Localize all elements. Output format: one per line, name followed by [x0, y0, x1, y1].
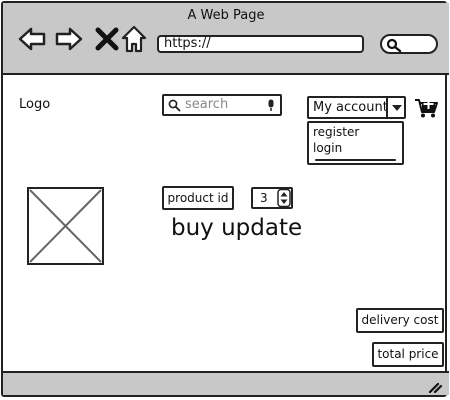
- browser-search-field[interactable]: [380, 34, 438, 54]
- status-bar: [3, 371, 449, 395]
- search-placeholder: search: [185, 97, 229, 112]
- menu-divider: [315, 159, 396, 161]
- chevron-down-icon: [392, 105, 402, 111]
- site-logo[interactable]: Logo: [19, 97, 51, 112]
- search-icon: [168, 99, 181, 112]
- account-label: My account: [313, 100, 388, 115]
- add-to-cart-icon[interactable]: [414, 97, 440, 119]
- quantity-stepper[interactable]: 3: [251, 187, 293, 209]
- quantity-value: 3: [260, 191, 268, 205]
- back-arrow-icon[interactable]: [18, 25, 46, 53]
- dropdown-divider: [386, 98, 388, 117]
- delivery-cost-label: delivery cost: [356, 308, 444, 333]
- site-search-input[interactable]: search: [162, 94, 282, 116]
- account-menu: register login: [307, 121, 404, 165]
- buy-update-link[interactable]: buy update: [171, 215, 303, 241]
- product-id-label: product id: [162, 186, 234, 210]
- browser-chrome: A Web Page https://: [3, 3, 449, 75]
- product-image-placeholder: [27, 187, 104, 265]
- close-x-icon[interactable]: [93, 25, 121, 53]
- menu-item-register[interactable]: register: [313, 125, 360, 139]
- search-icon: [386, 38, 402, 52]
- total-price-label: total price: [372, 342, 444, 367]
- menu-item-login[interactable]: login: [313, 141, 343, 155]
- url-input[interactable]: https://: [157, 35, 364, 53]
- stepper-arrows-icon[interactable]: [277, 189, 291, 207]
- microphone-icon[interactable]: [267, 99, 275, 112]
- home-icon[interactable]: [120, 25, 148, 53]
- window-title: A Web Page: [187, 8, 265, 23]
- forward-arrow-icon[interactable]: [55, 25, 83, 53]
- resize-grip-icon[interactable]: [427, 379, 443, 393]
- account-dropdown-button[interactable]: My account: [307, 96, 406, 119]
